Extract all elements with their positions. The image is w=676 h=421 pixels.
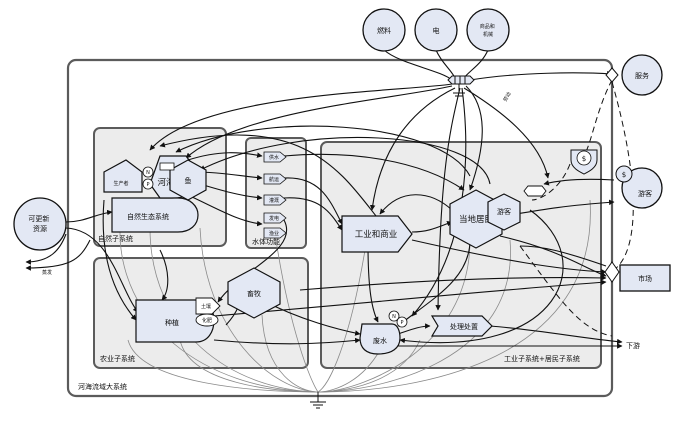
shield-money-symbol: $ [582, 155, 586, 163]
electricity-label: 电 [433, 26, 440, 35]
renewable-node: 可更新 资源 [13, 197, 67, 251]
nutrient-p-label: P [146, 182, 149, 188]
water-function-tag: 发电 [263, 212, 287, 224]
fertilizer-label: 化肥 [202, 317, 212, 324]
residents-label: 当地居民 [459, 214, 493, 225]
water-function-label: 发电 [269, 215, 279, 222]
goods-label-line1: 商品和 [480, 23, 495, 30]
water-subsystem-label: 水体功能 [252, 237, 280, 246]
heat-sink-lines [119, 199, 591, 393]
water-function-label: 灌溉 [269, 197, 279, 204]
eco-system-node: 自然生态系统 [111, 197, 199, 233]
fish-label: 鱼 [185, 176, 192, 185]
tourism-node: 游客 [487, 193, 521, 231]
producer-node: 生产者 [103, 159, 143, 193]
livestock-node: 畜牧 [227, 267, 281, 319]
wastewater-n-symbol: N [388, 310, 400, 322]
services-exchange-diamond [605, 67, 619, 83]
goods-label: 商品和 机械 [480, 23, 497, 38]
indres-subsystem-panel [320, 141, 602, 369]
tourist-external-label: 游客 [638, 189, 652, 198]
water-function-label: 航运 [269, 176, 279, 183]
labor-label: 劳动 [502, 91, 513, 103]
ground-symbol-bottom [310, 392, 326, 409]
input-goods: 商品和 机械 [466, 8, 510, 52]
river-label: 河海 [157, 177, 175, 188]
industry-label: 工业和商业 [355, 229, 398, 240]
tourist-external-node: $ 游客 [615, 165, 663, 209]
market-exchange-diamond [604, 261, 620, 283]
renewable-label-line2: 资源 [33, 224, 47, 233]
renewable-label: 可更新 资源 [28, 214, 51, 233]
flow-lines [25, 49, 623, 349]
soil-node: 土壤 [195, 297, 221, 315]
water-function-tag: 航运 [263, 173, 287, 185]
water-function-tag: 灌溉 [263, 194, 287, 206]
livestock-label: 畜牧 [247, 289, 261, 298]
water-function-label: 供水 [269, 154, 279, 161]
input-electricity: 电 [414, 8, 458, 52]
eco-system-label: 自然生态系统 [127, 212, 169, 221]
fertilizer-node: 化肥 [195, 313, 219, 327]
nutrient-n-label: N [146, 170, 150, 176]
water-function-label: 渔业 [269, 230, 279, 237]
fuel-label: 燃料 [377, 26, 391, 35]
nutrient-n-symbol: N [142, 166, 154, 178]
wastewater-label: 废水 [373, 336, 387, 345]
outer-system-label: 河海流域大系统 [78, 382, 127, 391]
agri-subsystem-label: 农业子系统 [100, 354, 135, 363]
water-function-tag: 供水 [263, 151, 287, 163]
wastewater-n-label: N [392, 314, 396, 320]
transaction-hub [447, 75, 475, 85]
soil-label: 土壤 [201, 303, 211, 310]
treatment-node: 处理处置 [430, 315, 493, 337]
industry-node: 工业和商业 [341, 215, 413, 253]
tourism-exchange-tag [523, 185, 547, 197]
planting-label: 种植 [165, 318, 179, 327]
money-shield: $ [570, 149, 598, 175]
wastewater-p-label: P [400, 320, 403, 326]
services-label: 服务 [635, 71, 649, 80]
river-storage-tank [159, 162, 175, 171]
input-fuel: 燃料 [362, 8, 406, 52]
renewable-label-line1: 可更新 [28, 214, 49, 223]
water-function-list: 供水 航运 灌溉 发电 渔业 [263, 151, 287, 239]
tourism-label: 游客 [497, 207, 511, 216]
goods-label-line2: 机械 [483, 31, 493, 38]
wastewater-p-symbol: P [396, 316, 408, 328]
market-node: 市场 [619, 264, 671, 292]
wastewater-node: 废水 [359, 323, 401, 355]
producer-label: 生产者 [113, 180, 128, 187]
water-function-tag: 渔业 [263, 227, 287, 239]
water-subsystem-panel [245, 137, 307, 249]
services-node: 服务 [621, 54, 663, 96]
natural-subsystem-label: 自然子系统 [98, 234, 133, 243]
tourist-money-symbol: $ [622, 171, 626, 179]
treatment-label: 处理处置 [450, 322, 478, 331]
evaporation-label: 蒸发 [42, 269, 52, 276]
nutrient-p-symbol: P [142, 178, 154, 190]
market-label: 市场 [638, 274, 652, 283]
downstream-label: 下游 [626, 341, 640, 350]
indres-subsystem-label: 工业子系统+居民子系统 [504, 354, 580, 363]
